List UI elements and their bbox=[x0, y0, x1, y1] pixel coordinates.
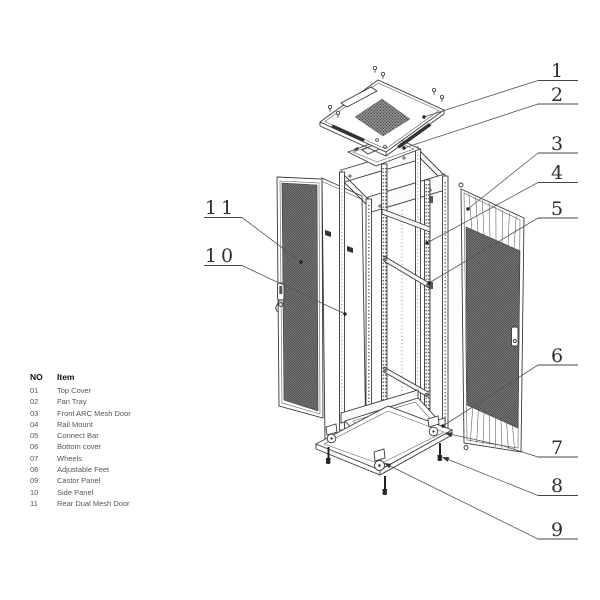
callout-7: 7 bbox=[550, 436, 564, 459]
callout-6: 6 bbox=[550, 344, 564, 367]
door-handle-icon bbox=[274, 282, 285, 313]
legend-col-no: NO bbox=[30, 372, 43, 382]
adjustable-foot-front-left bbox=[325, 447, 331, 464]
front-door-bottom-stripes bbox=[470, 407, 515, 451]
legend-row: 02 Fan Tray bbox=[30, 396, 131, 407]
castor-wheels bbox=[325, 415, 440, 471]
leader-lines bbox=[204, 80, 578, 540]
legend-row-item: Castor Panel bbox=[57, 476, 101, 486]
legend-row-no: 04 bbox=[30, 419, 39, 429]
legend-row-item: Bottom cover bbox=[57, 442, 102, 452]
top-cover-vent-mesh bbox=[354, 98, 411, 137]
legend-row-item: Side Panel bbox=[57, 487, 94, 497]
castor-wheel-front-left bbox=[325, 423, 338, 444]
legend-row-item: Connect Bar bbox=[57, 431, 99, 441]
legend-row-item: Adjustable Feet bbox=[57, 465, 110, 475]
adjustable-foot-rear-right bbox=[437, 443, 443, 461]
front-arc-mesh-door bbox=[458, 182, 525, 453]
castor-wheel-front-center bbox=[373, 448, 386, 471]
legend-row: 10 Side Panel bbox=[30, 487, 131, 498]
parts-legend: NO Item 01 Top Cover 02 Fan Tray 03 Fron… bbox=[30, 371, 131, 509]
adjustable-feet bbox=[325, 443, 443, 495]
top-cover bbox=[319, 66, 445, 157]
legend-row: 03 Front ARC Mesh Door bbox=[30, 408, 131, 419]
legend-row-item: Rear Dual Mesh Door bbox=[57, 498, 130, 508]
callout-1: 1 bbox=[550, 60, 564, 82]
legend-row-item: Wheels bbox=[57, 453, 83, 463]
legend-row-no: 11 bbox=[30, 498, 38, 508]
callout-5: 5 bbox=[550, 197, 564, 220]
legend-row-no: 03 bbox=[30, 408, 39, 418]
callout-2: 2 bbox=[550, 83, 564, 106]
callout-3: 3 bbox=[550, 132, 564, 155]
legend-row: 06 Bottom cover bbox=[30, 441, 131, 452]
cover-screws bbox=[327, 66, 444, 149]
callout-11: 11 bbox=[204, 197, 238, 219]
legend-row: 04 Rail Mount bbox=[30, 419, 131, 430]
legend-row-item: Top Cover bbox=[57, 386, 92, 395]
legend-row-item: Fan Tray bbox=[57, 397, 87, 407]
legend-row: 01 Top Cover bbox=[30, 385, 131, 396]
castor-wheel-rear-right bbox=[427, 415, 440, 437]
front-door-handle-icon bbox=[511, 326, 519, 347]
legend-row-no: 09 bbox=[30, 476, 39, 486]
legend-row-item: Rail Mount bbox=[57, 419, 93, 429]
legend-row: 11 Rear Dual Mesh Door bbox=[30, 498, 131, 509]
connect-bar bbox=[381, 208, 431, 398]
callout-10: 10 bbox=[204, 245, 238, 267]
legend-row: 08 Adjustable Feet bbox=[30, 464, 131, 475]
legend-header: NO Item bbox=[30, 371, 131, 383]
adjustable-foot-front-center bbox=[382, 476, 388, 495]
callout-9: 9 bbox=[550, 518, 564, 541]
door-hinge-pin-bottom bbox=[463, 445, 469, 450]
legend-row-item: Front ARC Mesh Door bbox=[57, 408, 131, 418]
legend-row-no: 06 bbox=[30, 442, 39, 452]
legend-row: 09 Castor Panel bbox=[30, 475, 131, 486]
callout-4: 4 bbox=[550, 162, 564, 184]
legend-row-no: 02 bbox=[30, 397, 39, 407]
rear-dual-mesh-door bbox=[274, 176, 324, 419]
castor-panel bbox=[314, 405, 454, 476]
legend-row: 05 Connect Bar bbox=[30, 430, 131, 441]
legend-col-item: Item bbox=[57, 372, 75, 382]
callout-8: 8 bbox=[550, 475, 564, 497]
door-hinge-pin bbox=[458, 182, 464, 188]
legend-row: 07 Wheels bbox=[30, 453, 131, 464]
legend-row-no: 10 bbox=[30, 487, 39, 497]
legend-row-no: 05 bbox=[30, 431, 39, 441]
legend-row-no: 07 bbox=[30, 453, 39, 463]
legend-row-no: 01 bbox=[30, 386, 39, 395]
legend-row-no: 08 bbox=[30, 465, 39, 475]
